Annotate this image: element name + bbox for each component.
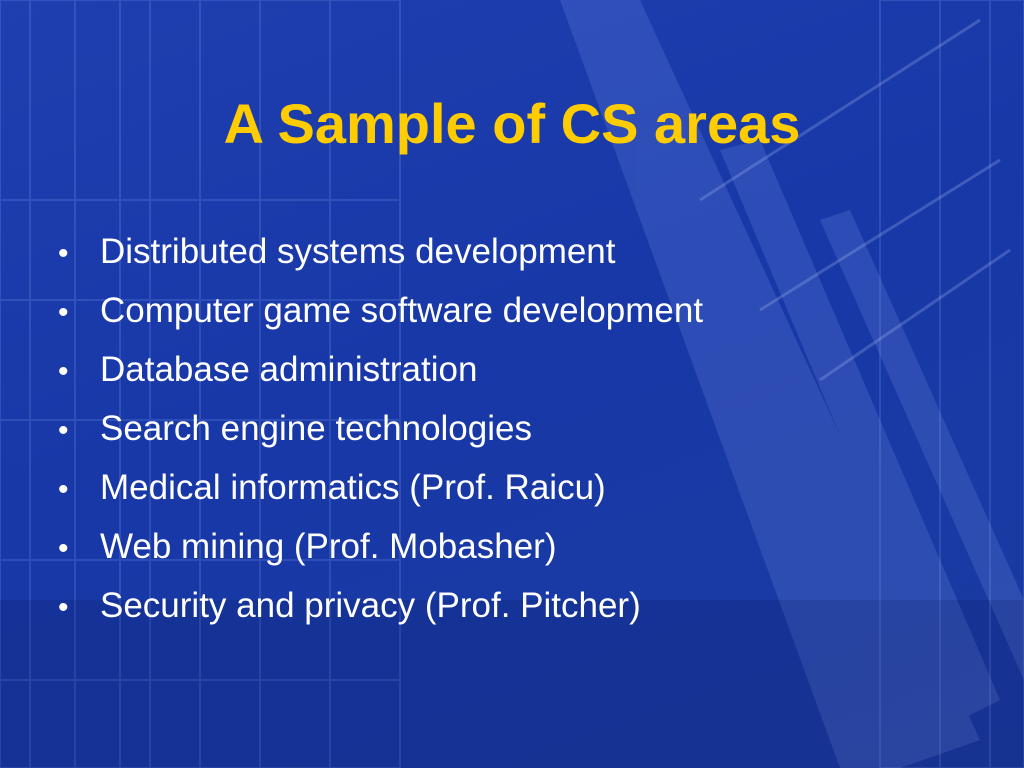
list-item: • Search engine technologies xyxy=(58,399,958,458)
bullet-list: • Distributed systems development • Comp… xyxy=(58,222,958,635)
list-item-text: Search engine technologies xyxy=(100,409,532,448)
list-item: • Computer game software development xyxy=(58,281,958,340)
list-item: • Distributed systems development xyxy=(58,222,958,281)
list-item-text: Database administration xyxy=(100,350,478,389)
bullet-icon: • xyxy=(58,591,69,624)
bullet-icon: • xyxy=(58,473,69,506)
list-item-text: Web mining (Prof. Mobasher) xyxy=(100,527,557,566)
list-item-text: Computer game software development xyxy=(100,291,704,330)
bullet-icon: • xyxy=(58,296,69,329)
list-item: • Medical informatics (Prof. Raicu) xyxy=(58,458,958,517)
bullet-icon: • xyxy=(58,532,69,565)
list-item-text: Distributed systems development xyxy=(100,232,616,271)
list-item-text: Medical informatics (Prof. Raicu) xyxy=(100,468,606,507)
list-item: • Web mining (Prof. Mobasher) xyxy=(58,517,958,576)
list-item: • Database administration xyxy=(58,340,958,399)
list-item-text: Security and privacy (Prof. Pitcher) xyxy=(100,586,641,625)
list-item: • Security and privacy (Prof. Pitcher) xyxy=(58,576,958,635)
bullet-icon: • xyxy=(58,237,69,270)
bullet-icon: • xyxy=(58,414,69,447)
bullet-icon: • xyxy=(58,355,69,388)
slide-title: A Sample of CS areas xyxy=(223,92,801,155)
